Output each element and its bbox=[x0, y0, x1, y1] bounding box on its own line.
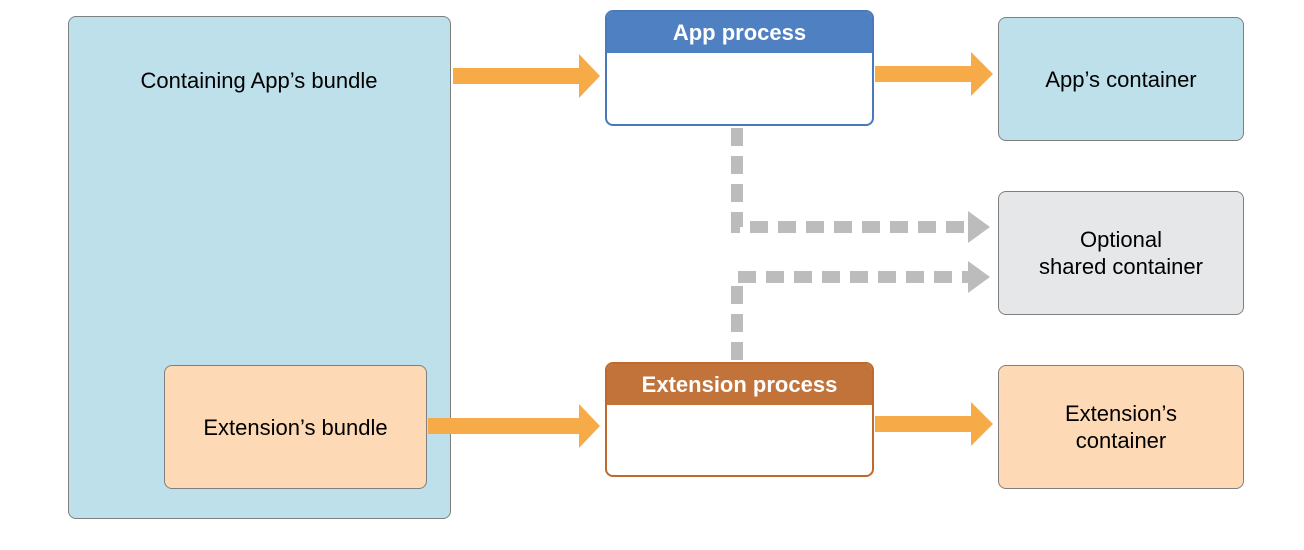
extension-container-box: Extension’s container bbox=[998, 365, 1244, 489]
dashed-arrow-extension-process-to-shared-container bbox=[731, 261, 990, 360]
arrow-extension-process-to-extension-container bbox=[875, 402, 993, 446]
arrow-extension-bundle-to-extension-process bbox=[428, 404, 600, 448]
extension-container-label-line1: Extension’s bbox=[1064, 401, 1178, 426]
app-container-box: App’s container bbox=[998, 17, 1244, 141]
shared-container-box: Optional shared container bbox=[998, 191, 1244, 315]
shared-container-label-line1: Optional bbox=[1080, 227, 1162, 252]
arrow-app-process-to-app-container bbox=[875, 52, 993, 96]
extension-process-box: Extension process bbox=[605, 362, 874, 477]
extension-bundle-label: Extension’s bundle bbox=[203, 414, 388, 440]
extension-bundle-box: Extension’s bundle bbox=[164, 365, 427, 489]
dashed-arrow-app-process-to-shared-container bbox=[731, 128, 990, 243]
shared-container-label-line2: shared container bbox=[1039, 254, 1203, 279]
containing-app-bundle-label: Containing App’s bundle bbox=[140, 68, 378, 93]
extension-container-label-line2: container bbox=[1075, 428, 1167, 453]
app-container-label: App’s container bbox=[1045, 66, 1197, 92]
app-process-box: App process bbox=[605, 10, 874, 126]
arrow-bundle-to-app-process bbox=[453, 54, 600, 98]
app-process-header: App process bbox=[607, 12, 872, 53]
extension-process-header: Extension process bbox=[607, 364, 872, 405]
